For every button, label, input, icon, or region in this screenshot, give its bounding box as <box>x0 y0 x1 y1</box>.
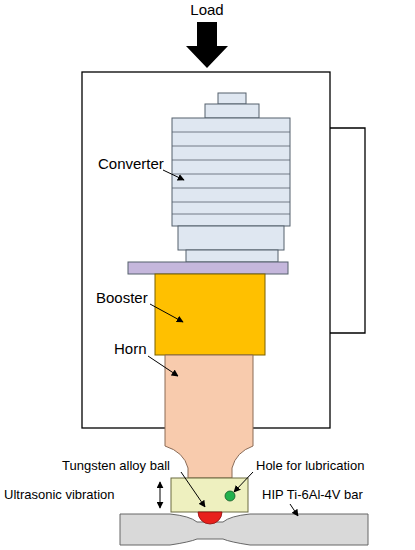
converter-ribs <box>172 132 290 214</box>
load-arrow <box>186 22 228 68</box>
part-label: Booster <box>96 290 148 306</box>
ti-bar <box>120 514 368 545</box>
booster-flange <box>128 262 288 274</box>
horn <box>165 355 253 478</box>
part-label: Horn <box>114 341 147 357</box>
converter-body <box>172 93 290 262</box>
ball-holder <box>171 478 248 512</box>
motion-label: Ultrasonic vibration <box>4 487 115 503</box>
booster <box>155 274 265 355</box>
tungsten-ball <box>198 512 222 524</box>
lubrication-hole <box>225 491 235 501</box>
part-label: Converter <box>98 156 164 172</box>
frame-bracket <box>330 128 365 333</box>
part-label: Hole for lubrication <box>256 458 364 474</box>
part-label: HIP Ti-6Al-4V bar <box>262 487 363 503</box>
part-label: Tungsten alloy ball <box>62 458 170 474</box>
load-label: Load <box>190 2 223 18</box>
